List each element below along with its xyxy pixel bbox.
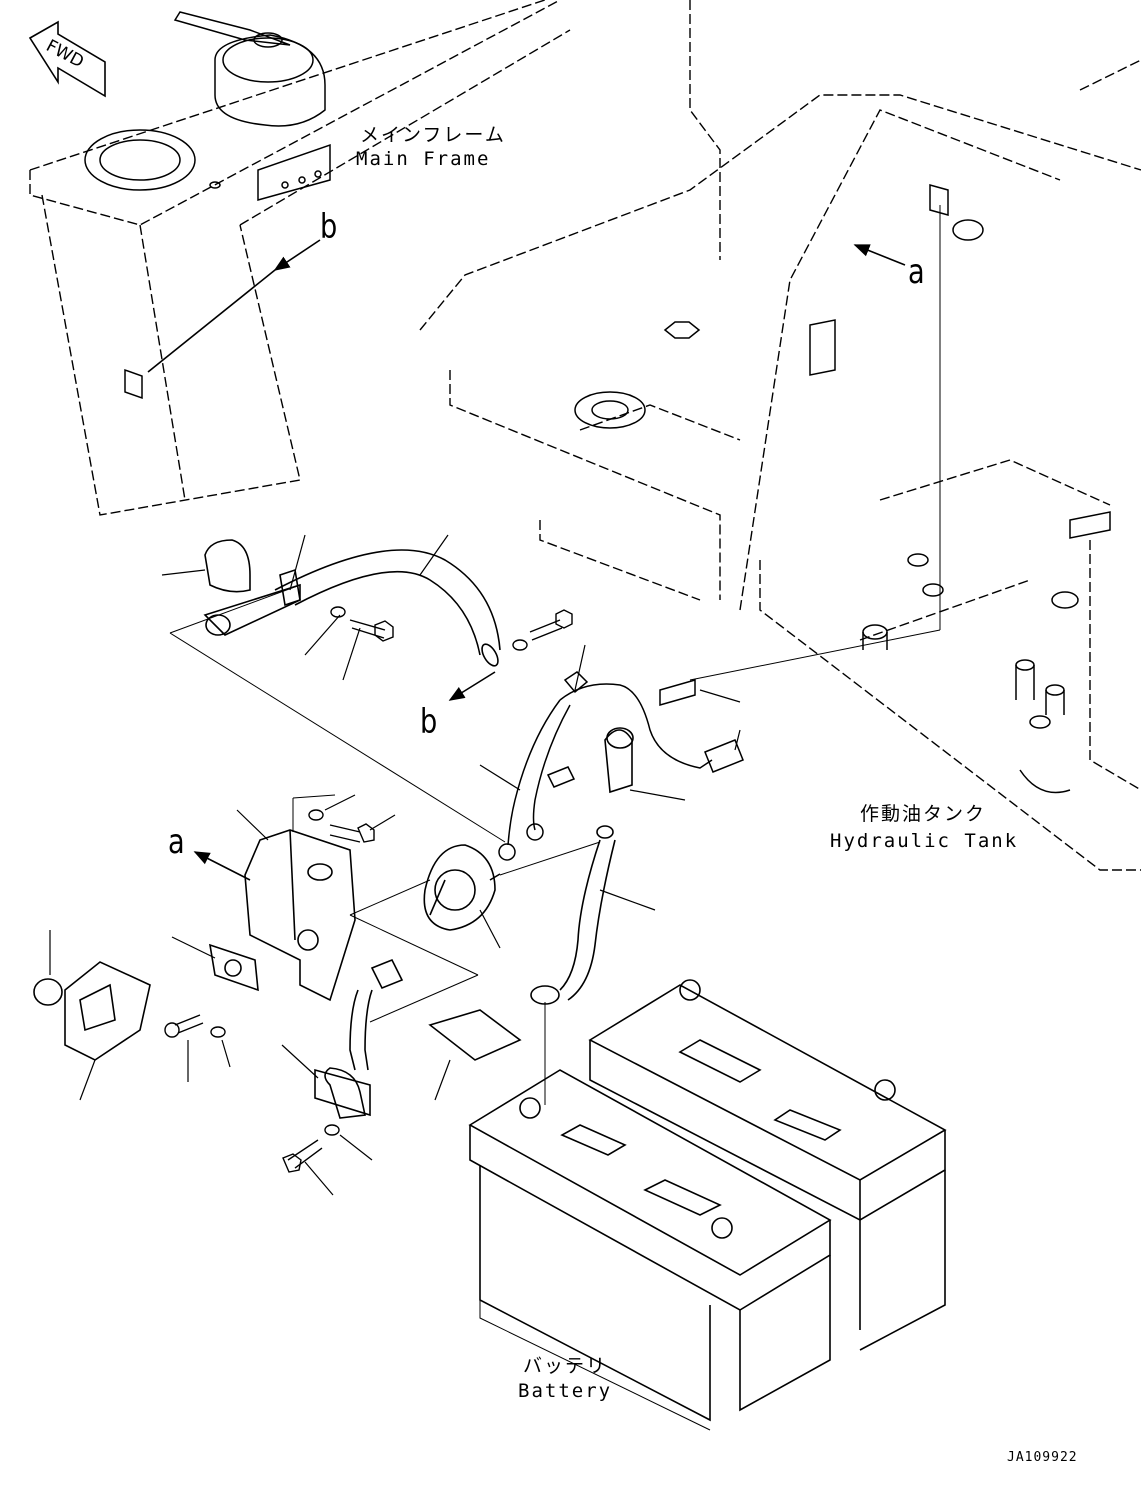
mounting-bracket xyxy=(208,829,356,1002)
leader-lines xyxy=(49,534,741,1196)
tank-mount-bosses xyxy=(862,553,1079,729)
view-ref-b-lower: b xyxy=(420,702,438,742)
hydraulic-tank-label-en: Hydraulic Tank xyxy=(830,830,1019,852)
hydraulic-tank-frame xyxy=(419,0,1141,871)
view-ref-b-upper: b xyxy=(320,207,338,247)
fwd-arrow-icon xyxy=(28,20,106,98)
battery-relay-switch xyxy=(423,844,501,931)
view-ref-a-lower: a xyxy=(168,822,185,862)
tank-details xyxy=(574,184,1111,794)
battery-cable xyxy=(530,727,634,1005)
bolts-washers xyxy=(164,606,573,1173)
main-frame-label-en: Main Frame xyxy=(356,148,491,170)
switch-cover xyxy=(33,958,522,1119)
battery-label-jp: バッテリ xyxy=(523,1355,608,1377)
reference-lines xyxy=(169,205,941,1431)
battery-label-en: Battery xyxy=(518,1380,613,1402)
main-frame-details xyxy=(84,11,331,400)
main-frame-label-jp: メインフレーム xyxy=(360,124,506,146)
ground-cable xyxy=(203,539,501,667)
view-arrows xyxy=(147,239,906,881)
main-frame-outline xyxy=(29,0,571,516)
view-ref-a-upper: a xyxy=(908,252,925,292)
wiring-harness xyxy=(498,671,744,861)
drawing-code: JA109922 xyxy=(1007,1450,1078,1465)
hydraulic-tank-label-jp: 作動油タンク xyxy=(860,803,987,825)
batteries xyxy=(468,979,947,1422)
